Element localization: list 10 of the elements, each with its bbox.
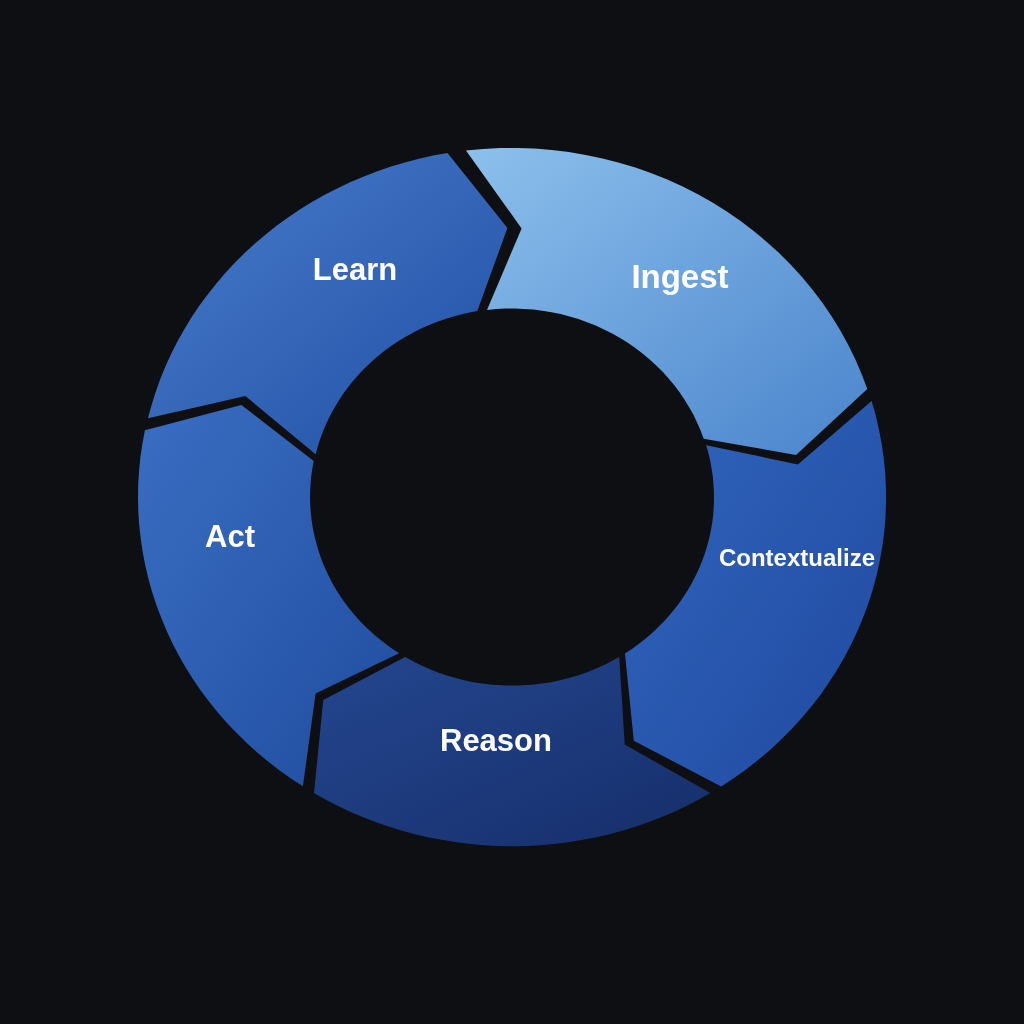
cycle-arrow-segment bbox=[138, 405, 400, 787]
cycle-arrow-segment bbox=[147, 153, 507, 455]
segment-label: Reason bbox=[440, 723, 552, 759]
cycle-arrow-segment bbox=[466, 148, 868, 455]
segment-label: Ingest bbox=[631, 258, 729, 296]
segment-label: Contextualize bbox=[718, 544, 875, 572]
segment-label: Learn bbox=[312, 252, 398, 288]
cycle-arrow-segment bbox=[313, 656, 711, 846]
cycle-arrow-segment bbox=[624, 400, 886, 787]
segment-label: Act bbox=[205, 519, 255, 555]
